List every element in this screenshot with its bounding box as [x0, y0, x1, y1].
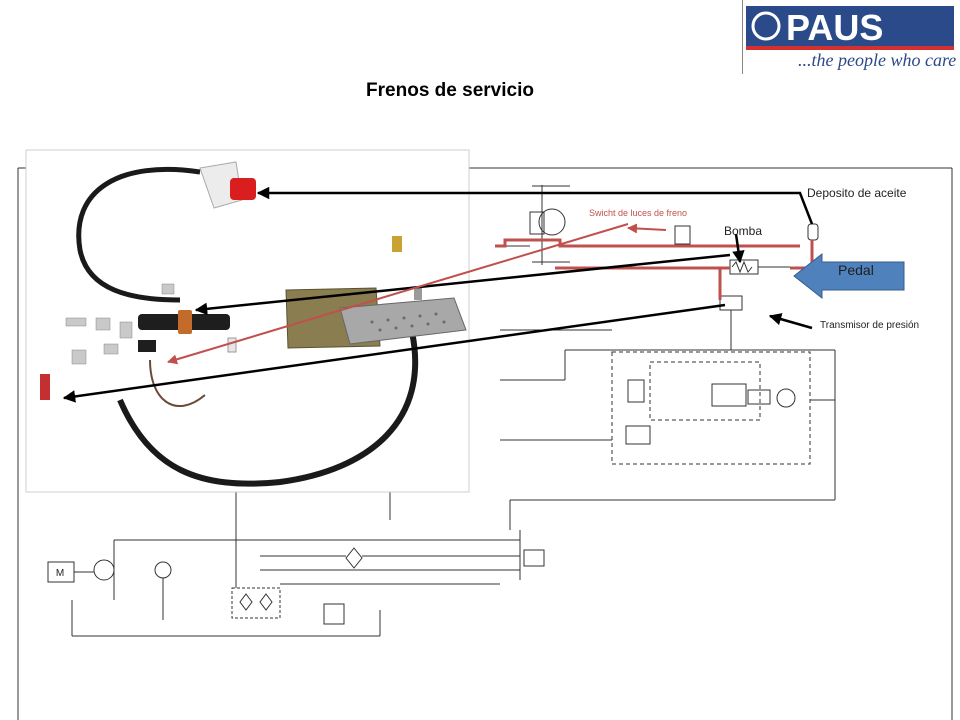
hydraulic-schematic-upper — [500, 185, 836, 530]
master-cylinder-fitting — [178, 310, 192, 334]
paus-logo: PAUS ...the people who care — [746, 6, 956, 70]
logo-tagline: ...the people who care — [798, 50, 956, 70]
connector-part — [227, 337, 237, 353]
logo-accent-stripe — [746, 46, 954, 50]
brake-components-photo — [25, 149, 470, 493]
logo-brand-block — [746, 6, 954, 46]
brake-light-switch-part — [138, 340, 156, 352]
oil-reservoir-cap — [230, 178, 256, 200]
arrow-to-pump-symbol — [732, 233, 745, 264]
arrow-to-switch-symbol — [627, 223, 667, 234]
label-pump: Bomba — [724, 224, 763, 238]
hydraulic-schematic-lower — [47, 492, 545, 637]
arrow-to-switch-part — [167, 223, 629, 365]
logo-brand-text: PAUS — [786, 7, 883, 48]
label-oil-reservoir: Deposito de aceite — [807, 186, 907, 200]
arrow-to-pressure-transmitter — [62, 303, 726, 403]
loose-fittings — [65, 283, 175, 365]
fitting-part — [392, 236, 402, 252]
motor-symbol-label: M — [56, 568, 64, 579]
label-pressure-transmitter: Transmisor de presión — [820, 320, 920, 331]
bolt-part — [414, 286, 422, 300]
hose-upper — [76, 166, 201, 303]
arrow-to-reservoir — [256, 186, 814, 225]
label-pedal: Pedal — [838, 262, 874, 278]
gear-icon — [751, 11, 781, 41]
arrow-to-transmitter-symbol — [768, 313, 813, 330]
switch-wire — [149, 359, 206, 407]
pointer-arrows — [62, 186, 814, 403]
slide-title: Frenos de servicio — [366, 80, 534, 101]
switch-arrows — [167, 223, 667, 365]
pedal-plate — [339, 297, 467, 345]
pedal-arrow — [793, 252, 905, 300]
hose-lower — [117, 331, 419, 487]
pedal-texture — [370, 312, 446, 332]
arrow-to-master-cylinder — [194, 253, 731, 316]
label-brake-light-switch: Swicht de luces de freno — [589, 208, 688, 218]
pressure-transmitter-part — [40, 374, 50, 400]
logo-divider — [742, 0, 743, 74]
